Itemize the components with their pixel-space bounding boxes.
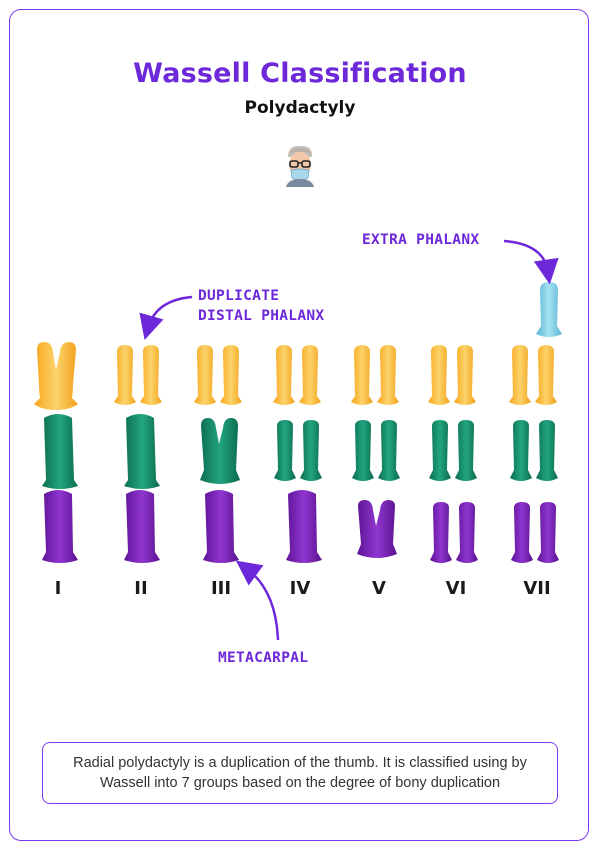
summary-box: Radial polydactyly is a duplication of t…: [42, 742, 558, 804]
avatar-logo-icon: [286, 145, 314, 187]
page-title: Wassell Classification: [133, 58, 467, 89]
type-label-6: VI: [445, 578, 467, 599]
type-label-2: II: [134, 578, 148, 599]
type-1-bones: [34, 342, 78, 563]
type-3-bones: [194, 345, 242, 563]
duplicate-distal-label-line1: DUPLICATE: [198, 288, 280, 304]
type-5-bones: [351, 345, 400, 558]
type-6-bones: [428, 345, 478, 563]
extra-phalanx-label: EXTRA PHALANX: [362, 232, 480, 248]
type-1-proximal: [42, 414, 78, 489]
type-label-1: I: [54, 578, 62, 599]
summary-text: Radial polydactyly is a duplication of t…: [73, 755, 527, 791]
type-label-3: III: [210, 578, 232, 599]
type-label-4: IV: [289, 578, 311, 599]
type-label-5: V: [372, 578, 386, 599]
extra-phalanx-arrow: [503, 239, 559, 285]
metacarpal-arrow: [235, 560, 280, 641]
page-card: [9, 9, 589, 841]
type-2-bones: [114, 345, 162, 563]
type-label-7: VII: [523, 578, 551, 599]
duplicate-distal-arrow: [139, 295, 193, 341]
metacarpal-label: METACARPAL: [218, 650, 309, 666]
type-1-metacarpal: [42, 490, 78, 563]
thumb-diagram: [34, 239, 562, 641]
page-subtitle: Polydactyly: [244, 98, 356, 118]
type-7-bones: [509, 282, 562, 563]
duplicate-distal-label-line2: DISTAL PHALANX: [198, 308, 325, 324]
type-1-distal-bifid: [34, 342, 78, 410]
extra-phalanx-bone: [536, 282, 562, 337]
type-4-bones: [273, 345, 322, 563]
